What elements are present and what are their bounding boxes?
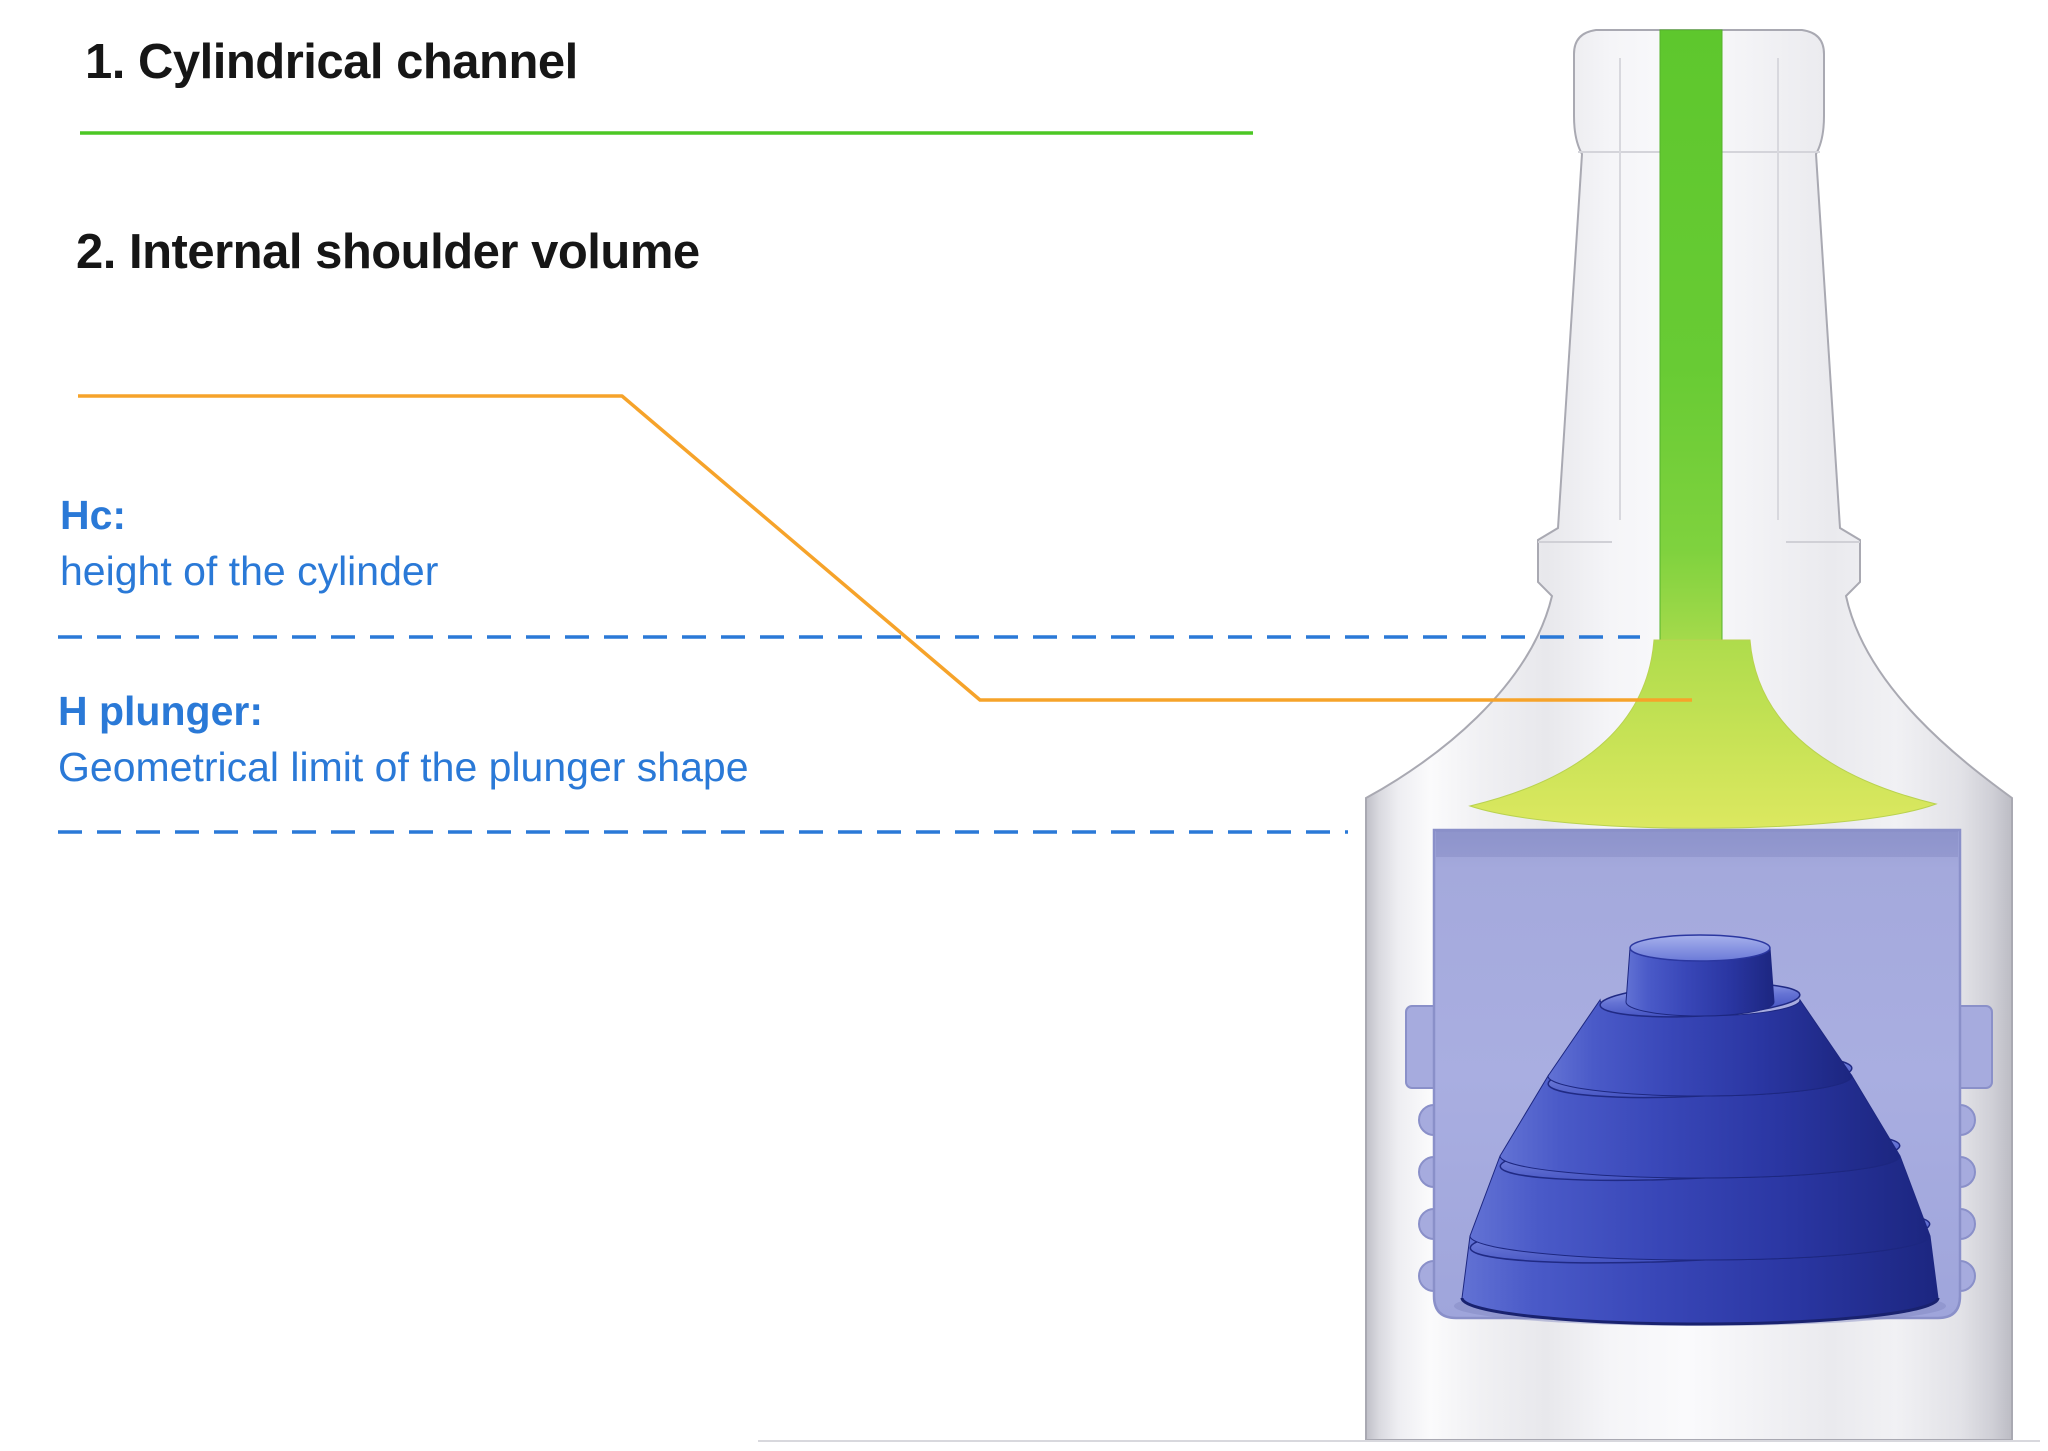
label-cylindrical-channel: 1. Cylindrical channel xyxy=(85,35,578,89)
plunger-bottom-rim xyxy=(1460,1297,1940,1326)
leader-lines xyxy=(58,131,1692,834)
label-hc-description: height of the cylinder xyxy=(60,548,439,594)
internal-shoulder-volume-highlight xyxy=(1468,639,1938,829)
label-h-plunger-description: Geometrical limit of the plunger shape xyxy=(58,744,749,790)
leader-line-internal-shoulder xyxy=(78,394,1692,702)
bottle xyxy=(758,29,2040,1442)
plunger xyxy=(1454,934,1946,1326)
label-h-plunger-term: H plunger: xyxy=(58,688,263,734)
plunger-knob-top xyxy=(1629,934,1771,962)
chamber-top-shadow xyxy=(1436,831,1958,857)
label-internal-shoulder-volume: 2. Internal shoulder volume xyxy=(76,225,700,279)
cylindrical-channel-highlight xyxy=(1659,29,1723,643)
label-hc-term: Hc: xyxy=(60,492,127,538)
